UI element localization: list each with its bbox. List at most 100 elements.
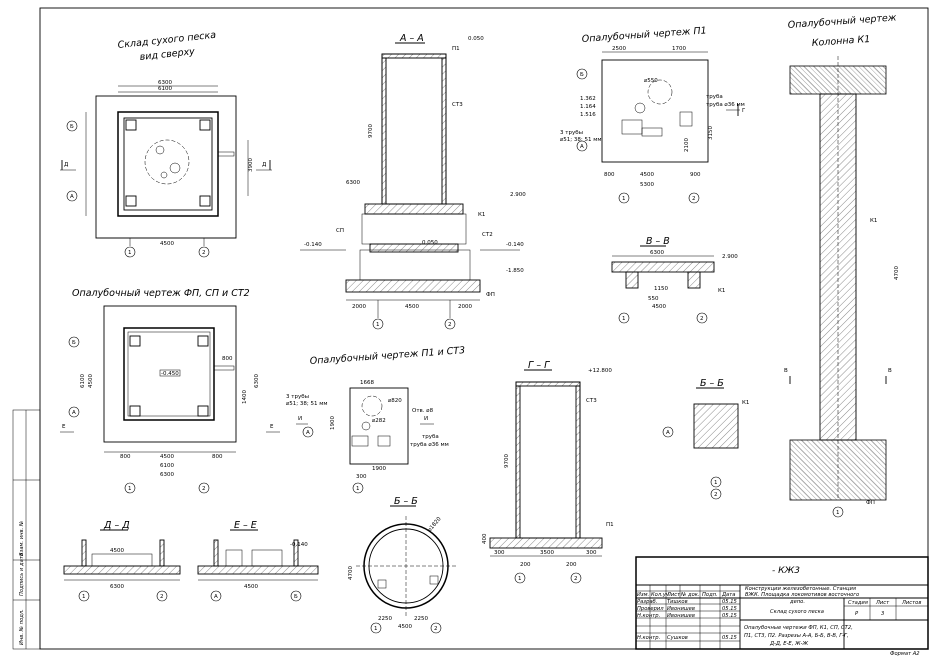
- section-bb-axis-A: А: [666, 430, 670, 436]
- section-gg-dim-300b: 300: [586, 550, 597, 556]
- formwork-p1-axis-1: 1: [622, 196, 626, 202]
- title-block: - КЖ3 Изм. Кол.уч Лист № док. Подп. Дата…: [635, 556, 929, 650]
- formwork-p1-axis-B: Б: [580, 72, 584, 78]
- plan-top-dim-4500: 4500: [160, 241, 174, 247]
- formwork-k1-dim-4700: 4700: [894, 266, 900, 280]
- stamp-title-4: Склад сухого песка: [770, 609, 824, 615]
- side-stamp: Инв. № подл. Подпись и дата Взам. инв. №: [12, 409, 41, 650]
- formwork-p1-st3-cut-r: И: [424, 416, 428, 422]
- stamp-col-izm: Изм.: [637, 592, 649, 598]
- stamp-r1-date: 05.15: [722, 599, 738, 605]
- section-aa-dim-4500: 4500: [405, 304, 419, 310]
- formwork-p1-dim-900: 900: [690, 172, 701, 178]
- section-circle-dim-4500: 4500: [398, 624, 412, 630]
- section-aa-dim-1850: -1.850: [506, 268, 524, 274]
- formwork-fp-dim-6300v: 6300: [254, 374, 260, 388]
- side-stamp-inv: Инв. № подл.: [19, 609, 25, 645]
- section-dd: Д – Д 6300 4500 1 2: [63, 520, 181, 602]
- stamp-r3-name: Ивонишев: [667, 613, 695, 619]
- stamp-r2-role: Проверил: [637, 606, 664, 612]
- formwork-fp-axis-A: А: [72, 410, 76, 416]
- plan-top-dim-6100: 6100: [158, 86, 172, 92]
- formwork-fp: Опалубочный чертеж ФП, СП и СТ2 -0.450 4…: [60, 288, 280, 494]
- section-aa-mark-fp: ФП: [486, 292, 495, 298]
- section-vv-dim-2900: 2.900: [722, 254, 738, 260]
- formwork-k1-mark-fp: ФП: [866, 500, 875, 506]
- section-aa-mark-p1: П1: [452, 46, 460, 52]
- formwork-p1-dim-2500: 2500: [612, 46, 626, 52]
- section-aa-mark-k1: К1: [478, 212, 485, 218]
- stamp-r4-date: 05.15: [722, 635, 738, 641]
- formwork-p1-dim-1164: 1.164: [580, 104, 596, 110]
- formwork-p1-dim-1516: 1.516: [580, 112, 596, 118]
- section-aa-axis-1: 1: [376, 322, 380, 328]
- formwork-p1-st3-dim-1900: 1900: [372, 466, 386, 472]
- formwork-fp-cut-l: Е: [62, 424, 66, 430]
- section-aa-axis-2: 2: [448, 322, 452, 328]
- section-aa-dim-2000b: 2000: [458, 304, 472, 310]
- section-dd-dim-6300: 6300: [110, 584, 124, 590]
- plan-top-axis-A: А: [70, 194, 74, 200]
- side-stamp-podp: Подпись и дата: [19, 553, 25, 596]
- stamp-col-doc: № док.: [680, 592, 700, 598]
- formwork-k1-axis-1: 1: [836, 510, 840, 516]
- section-vv-dim-6300: 6300: [650, 250, 664, 256]
- section-circle: Б – Б ⌀1820 2250 2250 4500 4700 1 2: [348, 496, 456, 634]
- section-circle-dim-1820: ⌀1820: [427, 516, 443, 533]
- section-aa: А – А 2000 4500 2000 9700 6300 2.900 0.0…: [300, 33, 526, 330]
- formwork-p1-st3-cut-l: И: [298, 416, 302, 422]
- stamp-title-1: Конструкции железобетонные. Станция: [745, 586, 856, 592]
- section-gg-dim-200: 200: [520, 562, 531, 568]
- formwork-fp-dim-6100v: 6100: [80, 374, 86, 388]
- section-circle-dim-4700: 4700: [348, 566, 354, 580]
- formwork-p1-pipe: труба: [706, 94, 723, 100]
- formwork-p1-st3-axis-A: А: [306, 430, 310, 436]
- formwork-k1: Опалубочный чертеж Колонна К1 4700 К1 ФП…: [784, 12, 900, 518]
- section-gg-dim-300: 300: [494, 550, 505, 556]
- formwork-p1-pipes-b: ⌀51; 38; 51 мм: [560, 137, 602, 143]
- section-gg-title: Г – Г: [528, 360, 550, 371]
- formwork-fp-axis-B: Б: [72, 340, 76, 346]
- formwork-p1-dim-550: ⌀550: [644, 78, 658, 84]
- plan-top-dim-6300: 6300: [158, 80, 172, 86]
- section-circle-dim-2250: 2250: [378, 616, 392, 622]
- formwork-k1-mark-k1: К1: [870, 218, 877, 224]
- formwork-p1-st3-pipes-b: ⌀51; 38; 51 мм: [286, 401, 328, 407]
- formwork-k1-subtitle: Колонна К1: [811, 34, 870, 49]
- section-gg-dim-9700: 9700: [504, 454, 510, 468]
- formwork-fp-dim-4500: 4500: [160, 454, 174, 460]
- section-circle-axis-2: 2: [434, 626, 438, 632]
- section-vv: В – В 6300 1150 550 4500 2.900 К1 1 2: [611, 236, 738, 324]
- section-vv-mark-k1: К1: [718, 288, 725, 294]
- section-dd-axis-2: 2: [160, 594, 164, 600]
- section-gg-dim-400: 400: [482, 533, 488, 544]
- formwork-fp-dim-800: 800: [120, 454, 131, 460]
- stamp-col-data: Дата: [721, 592, 735, 598]
- formwork-fp-title: Опалубочный чертеж ФП, СП и СТ2: [72, 288, 250, 299]
- formwork-p1-st3-pipe: труба: [422, 434, 439, 440]
- section-gg-dim-12800: +12.800: [588, 368, 612, 374]
- stamp-r3-role: Н.контр.: [637, 613, 660, 619]
- section-bb: Б – Б К1 А 1 2: [662, 378, 749, 500]
- formwork-k1-cut-r: В: [888, 368, 892, 374]
- stamp-r3-date: 05.15: [722, 613, 738, 619]
- section-bb-axis-2: 2: [714, 492, 718, 498]
- formwork-fp-cut-r: Е: [270, 424, 274, 430]
- formwork-p1-dim-3150: 3150: [708, 126, 714, 140]
- side-stamp-vzam: Взам. инв. №: [19, 521, 25, 556]
- formwork-p1-dim-1700: 1700: [672, 46, 686, 52]
- plan-top-axis-1: 1: [128, 250, 132, 256]
- section-aa-title: А – А: [399, 33, 424, 44]
- stamp-r2-date: 05.15: [722, 606, 738, 612]
- formwork-fp-dim-800b: 800: [212, 454, 223, 460]
- formwork-fp-dim-1400: 1400: [242, 390, 248, 404]
- formwork-p1-dim-1362: 1.362: [580, 96, 596, 102]
- stamp-r4-role: Н.контр.: [637, 635, 660, 641]
- section-dd-title: Д – Д: [103, 520, 130, 531]
- section-gg-mark-p1: П1: [606, 522, 614, 528]
- stamp-stadia-h: Стадия: [848, 600, 868, 606]
- section-bb-title: Б – Б: [700, 378, 724, 389]
- formwork-p1-top: Опалубочный чертеж П1 2500 1700 4500 530…: [560, 25, 746, 204]
- sheet-frame: [39, 7, 929, 650]
